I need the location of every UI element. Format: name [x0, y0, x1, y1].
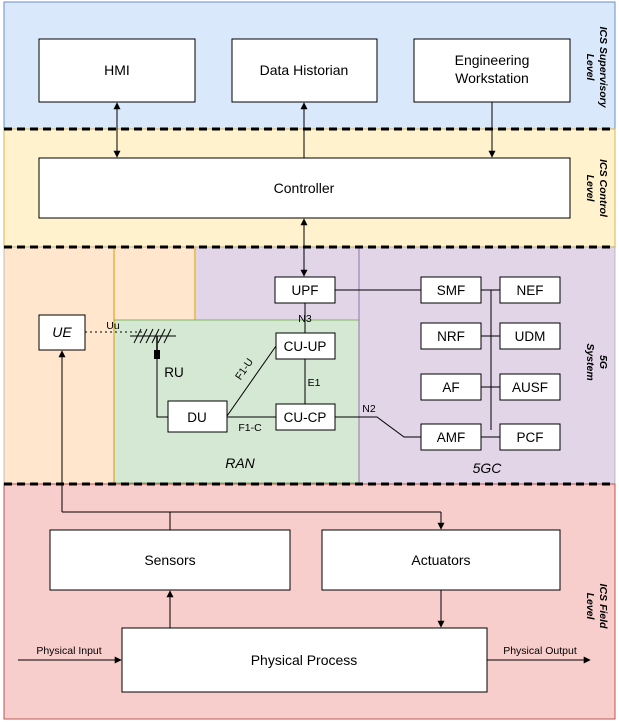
nrf-box: [420, 322, 482, 350]
system-label-line2: System: [584, 343, 596, 380]
sensors-box: [49, 529, 291, 591]
pcf-box: [499, 423, 561, 451]
system-label-line1: 5G: [597, 355, 609, 369]
f1u-link: [226, 345, 277, 417]
n3-label: N3: [298, 313, 312, 325]
hmi-label: HMI: [104, 62, 130, 78]
du-box: [167, 400, 228, 433]
af-box: [420, 373, 482, 401]
supervisory-level-label: ICS Supervisory Level: [584, 26, 609, 108]
ru-antenna-icon: [130, 328, 176, 359]
amf-label: AMF: [437, 430, 466, 445]
n2-label: N2: [362, 403, 376, 415]
upf-label: UPF: [292, 283, 319, 298]
ue-label: UE: [52, 324, 72, 340]
cu-cp-label: CU-CP: [284, 410, 327, 425]
supervisory-label-line1: ICS Supervisory: [597, 26, 609, 108]
cu-cp-box: [275, 403, 336, 431]
uu-label: Uu: [106, 320, 120, 332]
sensors-label: Sensors: [144, 552, 195, 568]
physical-process-box: [121, 627, 488, 693]
upf-box: [274, 276, 336, 304]
physical-output-label: Physical Output: [503, 645, 577, 657]
e1-label: E1: [308, 377, 321, 389]
cu-up-box: [275, 332, 336, 360]
workstation-label-line1: Engineering: [455, 52, 530, 68]
workstation-box: [413, 38, 571, 103]
control-level-label: ICS Control Level: [584, 159, 609, 218]
controller-box: [38, 157, 571, 219]
system-level-label: 5G System: [584, 343, 609, 380]
ue-box: [38, 314, 86, 351]
hmi-box: [38, 38, 196, 103]
ru-label: RU: [164, 365, 184, 380]
control-label-line2: Level: [584, 175, 596, 203]
control-label-line1: ICS Control: [597, 159, 609, 218]
field-label-line1: ICS Field: [597, 584, 609, 630]
f1c-label: F1-C: [238, 422, 262, 434]
nef-label: NEF: [517, 283, 544, 298]
smf-label: SMF: [437, 283, 466, 298]
supervisory-label-line2: Level: [584, 54, 596, 82]
cu-up-label: CU-UP: [284, 339, 327, 354]
ran-label: RAN: [225, 455, 255, 471]
field-label-line2: Level: [584, 593, 596, 621]
amf-box: [420, 423, 482, 451]
workstation-label-line2: Workstation: [455, 70, 529, 86]
controller-label: Controller: [274, 180, 335, 196]
physical-process-label: Physical Process: [251, 652, 358, 668]
pcf-label: PCF: [517, 430, 544, 445]
ausf-label: AUSF: [512, 380, 548, 395]
actuators-box: [321, 529, 561, 591]
historian-box: [231, 38, 378, 103]
nef-box: [499, 276, 561, 304]
ausf-box: [499, 373, 561, 401]
historian-label: Data Historian: [260, 62, 349, 78]
field-level-label: ICS Field Level: [584, 584, 609, 630]
smf-box: [420, 276, 482, 304]
af-label: AF: [442, 380, 459, 395]
actuators-label: Actuators: [411, 552, 470, 568]
udm-label: UDM: [515, 329, 546, 344]
ru-du-link: [156, 359, 168, 418]
n2-link: [335, 416, 421, 438]
physical-input-label: Physical Input: [36, 645, 101, 657]
nrf-label: NRF: [437, 329, 465, 344]
udm-box: [499, 322, 561, 350]
du-label: DU: [187, 410, 207, 425]
core-network-label: 5GC: [473, 460, 503, 476]
